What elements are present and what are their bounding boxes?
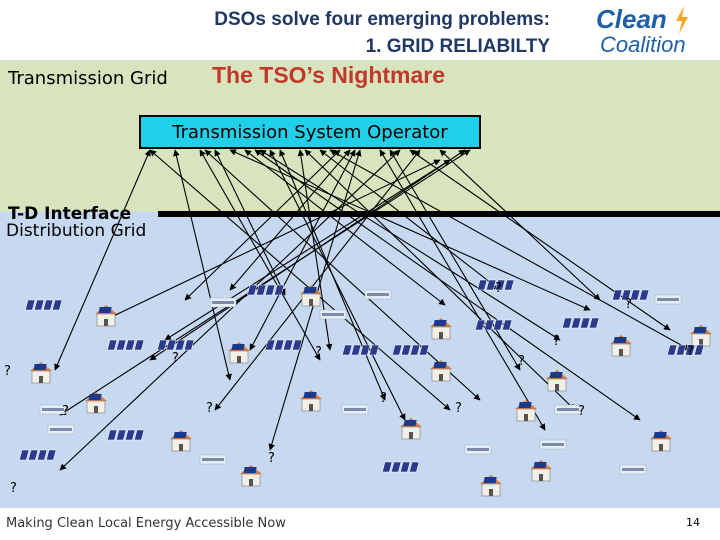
logo-badge-icon <box>48 425 74 434</box>
solar-panel-icon <box>157 340 194 350</box>
unknown-question-mark: ? <box>625 297 632 312</box>
solar-panel-icon <box>107 430 144 440</box>
logo-badge-icon <box>320 310 346 319</box>
unknown-question-mark: ? <box>380 391 387 406</box>
unknown-question-mark: ? <box>495 281 502 296</box>
house-icon <box>170 430 192 451</box>
house-icon <box>85 392 107 413</box>
house-icon <box>240 465 262 486</box>
house-icon <box>650 430 672 451</box>
logo-badge-icon <box>620 465 646 474</box>
unknown-question-mark: ? <box>10 481 17 496</box>
bidirectional-arrow <box>320 150 500 290</box>
house-icon <box>690 325 712 346</box>
house-icon <box>430 360 452 381</box>
unknown-question-mark: ? <box>172 351 179 366</box>
unknown-question-mark: ? <box>4 364 11 379</box>
unknown-question-mark: ? <box>455 401 462 416</box>
solar-panel-icon <box>247 285 284 295</box>
solar-panel-icon <box>667 345 704 355</box>
bidirectional-arrow <box>230 150 350 290</box>
bidirectional-arrow <box>390 150 520 370</box>
unknown-question-mark: ? <box>268 451 275 466</box>
logo-badge-icon <box>465 445 491 454</box>
solar-panel-icon <box>25 300 62 310</box>
logo-badge-icon <box>540 440 566 449</box>
tso-box: Transmission System Operator <box>139 115 481 149</box>
logo-badge-icon <box>655 295 681 304</box>
unknown-question-mark: ? <box>518 354 525 369</box>
house-icon <box>546 370 568 391</box>
solar-panel-icon <box>19 450 56 460</box>
house-icon <box>530 460 552 481</box>
logo-badge-icon <box>342 405 368 414</box>
house-icon <box>430 318 452 339</box>
house-icon <box>30 362 52 383</box>
page-number: 14 <box>686 516 700 529</box>
unknown-question-mark: ? <box>687 344 694 359</box>
td-interface-line <box>158 211 720 217</box>
unknown-question-mark: ? <box>62 404 69 419</box>
unknown-question-mark: ? <box>578 404 585 419</box>
unknown-question-mark: ? <box>206 401 213 416</box>
unknown-question-mark: ? <box>553 334 560 349</box>
bidirectional-arrow <box>380 150 545 430</box>
arrow-group <box>55 150 690 470</box>
bidirectional-arrow <box>215 150 285 295</box>
bidirectional-arrow <box>270 150 405 420</box>
solar-panel-icon <box>562 318 599 328</box>
solar-panel-icon <box>107 340 144 350</box>
house-icon <box>228 342 250 363</box>
house-icon <box>610 335 632 356</box>
solar-panel-icon <box>382 462 419 472</box>
bidirectional-arrow <box>55 150 150 370</box>
footer-tagline: Making Clean Local Energy Accessible Now <box>6 516 286 531</box>
logo-badge-icon <box>365 290 391 299</box>
house-icon <box>480 475 502 496</box>
house-icon <box>300 390 322 411</box>
house-icon <box>515 400 537 421</box>
logo-badge-icon <box>210 298 236 307</box>
bidirectional-arrow <box>60 150 470 415</box>
house-icon <box>95 305 117 326</box>
solar-panel-icon <box>392 345 429 355</box>
logo-badge-icon <box>200 455 226 464</box>
der-icon-group <box>19 280 712 496</box>
unknown-question-mark: ? <box>315 345 322 360</box>
solar-panel-icon <box>342 345 379 355</box>
bidirectional-arrow <box>185 150 340 300</box>
solar-panel-icon <box>265 340 302 350</box>
distribution-grid-label: Distribution Grid <box>6 221 146 241</box>
house-icon <box>400 418 422 439</box>
